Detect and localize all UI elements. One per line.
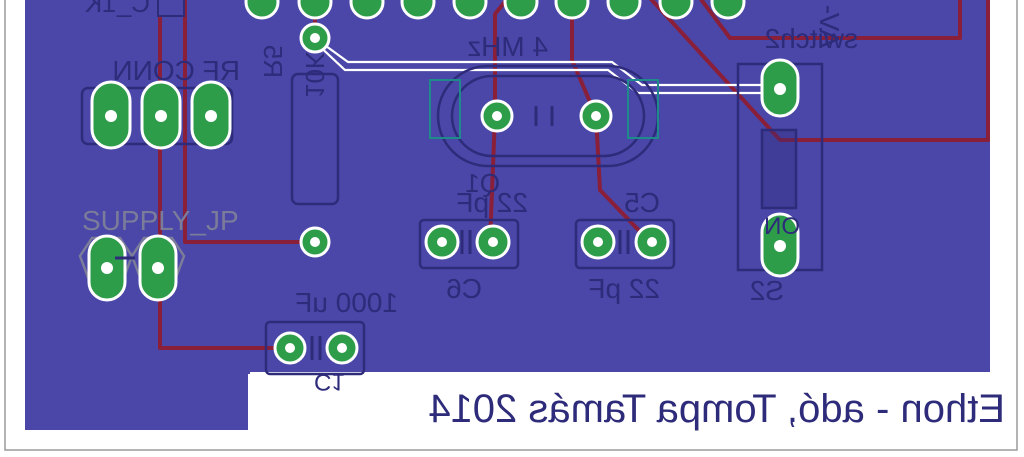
label-rf-conn: RF CONN	[112, 55, 240, 86]
top-left-partial-pad	[157, 0, 185, 17]
c5-outline	[574, 218, 676, 270]
text-banner	[248, 374, 1008, 430]
antenna-trace-a	[314, 37, 780, 87]
label-switch-side: AV-	[814, 5, 845, 48]
label-top-left-partial: C_1K	[84, 0, 150, 18]
label-c6-ref: C6	[446, 273, 482, 304]
label-c6-value: 22 pF	[456, 187, 528, 218]
banner-text: Ethon - adó, Tompa Tamás 2014	[428, 387, 1005, 431]
label-r5-value: 10K	[300, 51, 330, 98]
crystal-keepout	[429, 79, 461, 139]
c1-outline	[264, 320, 366, 376]
board-frame	[4, 0, 1018, 451]
c6-outline	[418, 218, 520, 270]
antenna-trace-b	[314, 41, 780, 95]
supply-jp-pads	[87, 234, 178, 302]
trace-switch	[649, 0, 990, 142]
label-supply-jp: SUPPLY_JP	[82, 205, 239, 236]
white-traces	[314, 37, 780, 95]
rf-conn-pads	[90, 80, 232, 150]
cap-symbols	[115, 106, 630, 360]
pads	[87, 0, 800, 365]
trace-top-right	[699, 0, 962, 40]
crystal-keepout-2	[627, 79, 659, 139]
trace-left-vertical	[158, 114, 292, 350]
label-r5: R5	[258, 45, 288, 78]
label-c5-value: 22 pF	[588, 273, 660, 304]
label-crystal-ref: Q1	[465, 168, 500, 198]
r5-outline	[290, 72, 340, 206]
label-switch-name: switch2	[765, 23, 858, 54]
label-crystal-value: 4 MHz	[467, 31, 548, 62]
trace-r5-bottom	[183, 0, 317, 244]
top-header-pads	[244, 0, 746, 20]
label-switch-ref: S2	[750, 275, 784, 306]
label-switch-on: ON	[764, 213, 800, 240]
crystal-outline-inner	[450, 74, 646, 158]
switch-body	[760, 128, 798, 210]
labels: C_1K RF CONN R5 10K 4 MHz Q1 switch2 AV-…	[82, 0, 1005, 431]
label-c1-ref: C1	[314, 368, 345, 395]
label-c1-value: 1000 uF	[295, 287, 398, 318]
label-c5-ref: C5	[624, 187, 660, 218]
